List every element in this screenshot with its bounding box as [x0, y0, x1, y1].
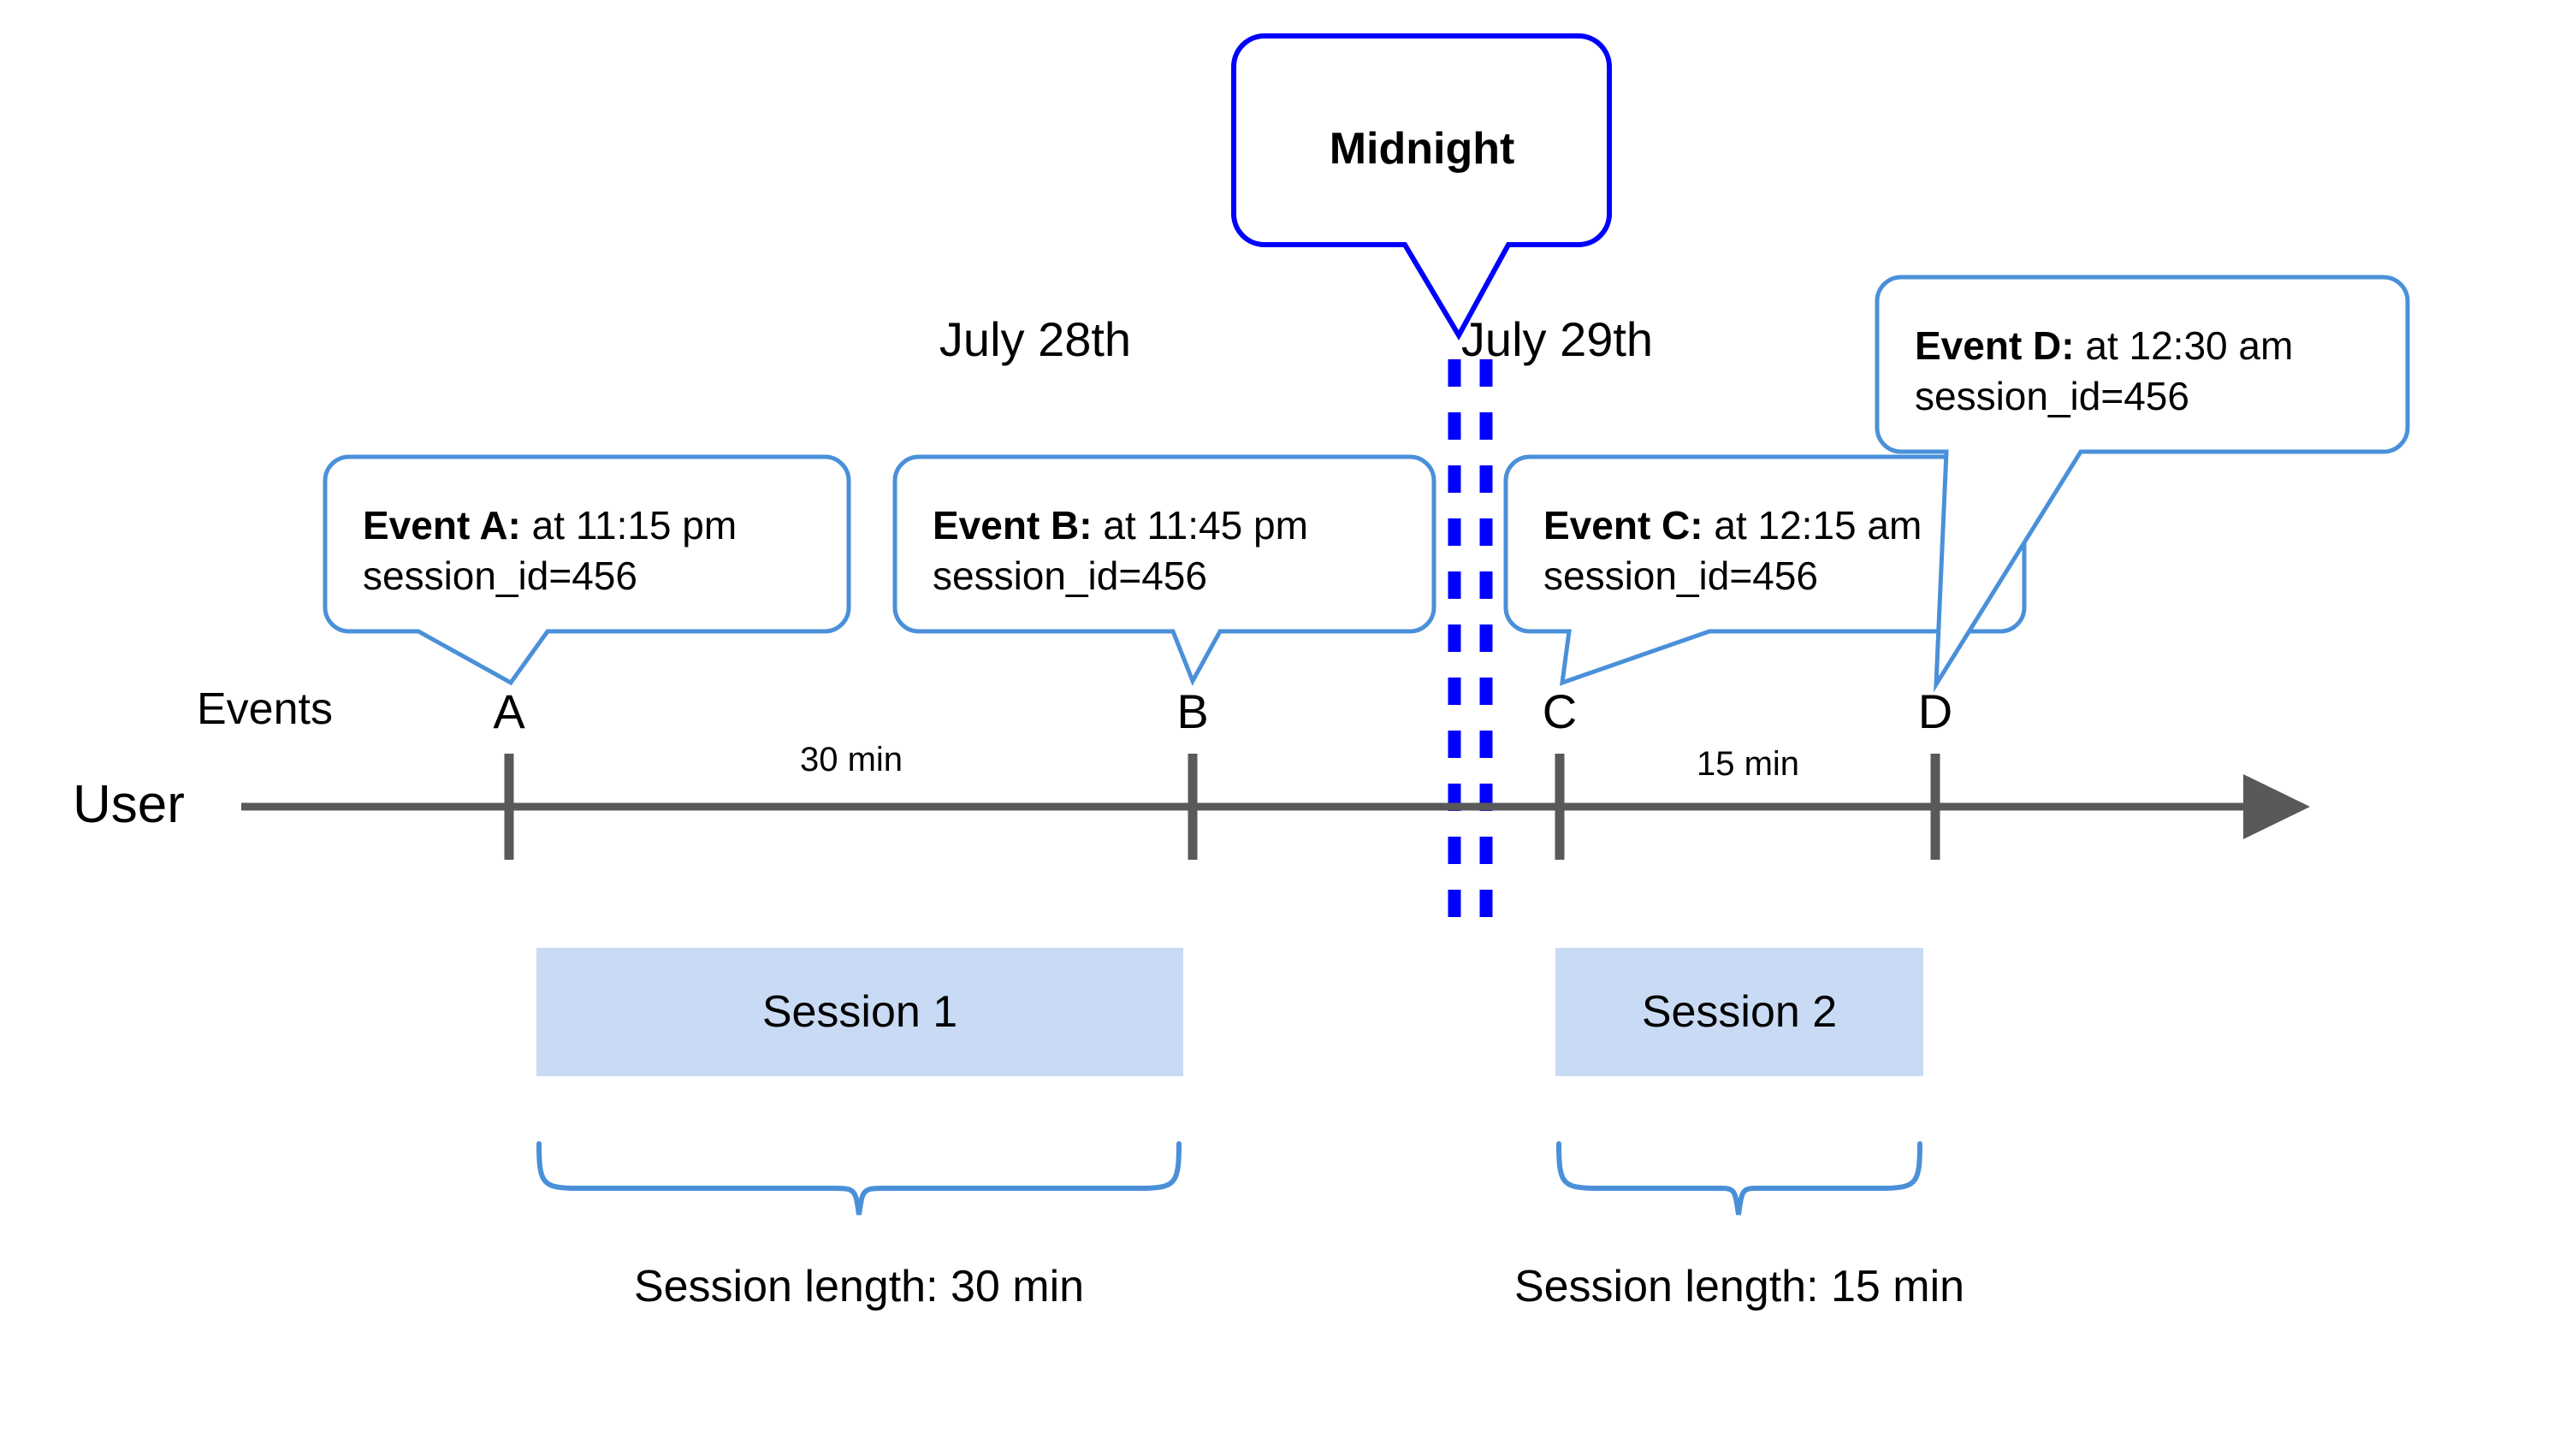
- session-1-label: Session 1: [761, 987, 958, 1037]
- event-b-time: at 11:45 pm: [1092, 503, 1308, 547]
- event-c-callout-shape: [1503, 454, 2027, 686]
- event-letter-a: A: [493, 684, 525, 738]
- timeline-arrow-head: [2243, 774, 2310, 839]
- event-a-title: Event A:: [363, 503, 521, 547]
- event-c-attribute: session_id=456: [1543, 553, 1818, 598]
- event-a-time: at 11:15 pm: [520, 503, 737, 547]
- event-b-attribute: session_id=456: [933, 553, 1207, 598]
- event-letter-c: C: [1542, 684, 1578, 738]
- date-label-july-28: July 28th: [939, 312, 1132, 366]
- date-label-july-29: July 29th: [1460, 312, 1654, 366]
- event-d-attribute: session_id=456: [1915, 373, 2189, 418]
- event-d-callout-shape: [1875, 275, 2410, 693]
- event-b-title: Event B:: [933, 503, 1093, 547]
- session-2-bar: [1555, 948, 1923, 1076]
- session-2-label: Session 2: [1641, 987, 1838, 1037]
- interval-label-cd: 15 min: [1696, 745, 1800, 783]
- row-label-user: User: [73, 775, 185, 834]
- event-letter-d: D: [1917, 684, 1953, 738]
- event-c-title: Event C:: [1543, 503, 1703, 547]
- session-2-brace: [1556, 1141, 1922, 1216]
- session-1-brace: [536, 1141, 1182, 1216]
- session-1-bar: [536, 948, 1183, 1076]
- row-label-events: Events: [197, 684, 333, 734]
- event-a-callout-shape: [323, 454, 851, 686]
- midnight-label: Midnight: [1329, 124, 1515, 174]
- event-d-time: at 12:30 am: [2074, 323, 2294, 368]
- event-d-callout-text: Event D: at 12:30 am session_id=456: [1915, 321, 2293, 422]
- interval-label-ab: 30 min: [799, 741, 903, 778]
- midnight-callout-shape: [1231, 33, 1612, 341]
- event-a-callout-text: Event A: at 11:15 pm session_id=456: [363, 500, 737, 601]
- event-c-time: at 12:15 am: [1703, 503, 1922, 547]
- event-b-callout-shape: [892, 454, 1436, 686]
- session-1-length-label: Session length: 30 min: [633, 1262, 1085, 1311]
- session-2-length-label: Session length: 15 min: [1513, 1262, 1965, 1311]
- event-d-title: Event D:: [1915, 323, 2075, 368]
- event-letter-b: B: [1176, 684, 1209, 738]
- event-c-callout-text: Event C: at 12:15 am session_id=456: [1543, 500, 1922, 601]
- event-a-attribute: session_id=456: [363, 553, 637, 598]
- event-b-callout-text: Event B: at 11:45 pm session_id=456: [933, 500, 1308, 601]
